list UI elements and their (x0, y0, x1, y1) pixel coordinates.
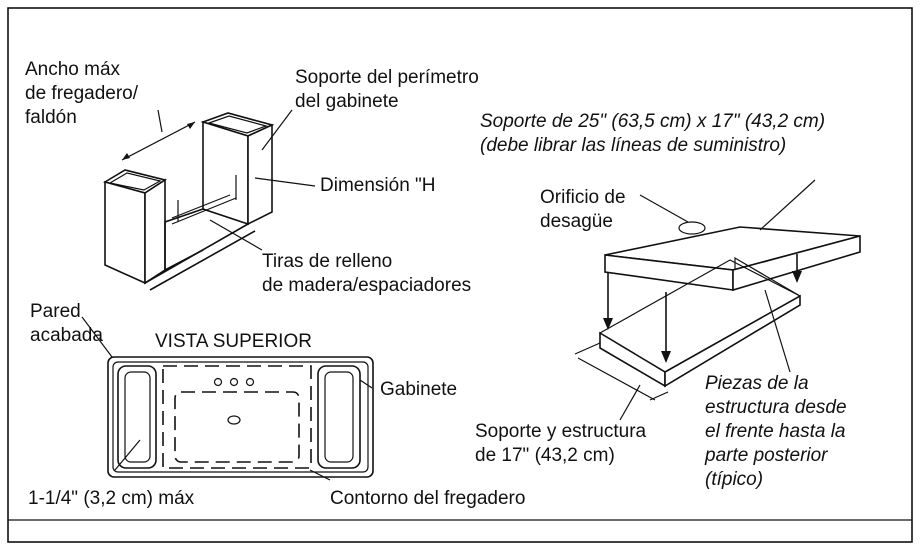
label-gabinete: Gabinete (380, 379, 458, 400)
label-soporte-25-1: Soporte de 25" (63,5 cm) x 17" (43,2 cm) (480, 111, 826, 132)
label-piezas-1: Piezas de la (705, 373, 809, 394)
outer-border (7, 7, 913, 543)
label-pared-2: acabada (30, 325, 103, 346)
label-dimension-h: Dimensión "H (320, 175, 436, 196)
label-piezas-2: estructura desde (705, 397, 847, 418)
label-tiras-1: Tiras de relleno (262, 251, 393, 272)
label-soporte-perimetro-1: Soporte del perímetro (295, 67, 479, 88)
top-view (81, 316, 374, 481)
support-platform (574, 179, 861, 421)
label-soporte-estructura-1: Soporte y estructura (475, 421, 647, 442)
label-ancho-3: faldón (25, 107, 77, 128)
label-soporte-25-2: (debe librar las líneas de suministro) (480, 135, 787, 156)
cabinet-perspective (102, 109, 316, 291)
label-max-gap: 1-1/4" (3,2 cm) máx (28, 488, 195, 509)
label-ancho-1: Ancho máx (25, 59, 121, 80)
label-piezas-5: (típico) (705, 469, 764, 490)
label-pared-1: Pared (30, 301, 81, 322)
label-piezas-3: el frente hasta la (705, 421, 846, 442)
label-soporte-perimetro-2: del gabinete (295, 91, 399, 112)
label-ancho-2: de fregadero/ (25, 83, 139, 104)
label-orificio-1: Orificio de (540, 187, 626, 208)
label-soporte-estructura-2: de 17" (43,2 cm) (475, 445, 615, 466)
label-contorno: Contorno del fregadero (330, 488, 526, 509)
label-vista-superior: VISTA SUPERIOR (155, 331, 312, 352)
label-orificio-2: desagüe (540, 211, 613, 232)
label-piezas-4: parte posterior (705, 445, 828, 466)
label-tiras-2: de madera/espaciadores (262, 275, 472, 296)
